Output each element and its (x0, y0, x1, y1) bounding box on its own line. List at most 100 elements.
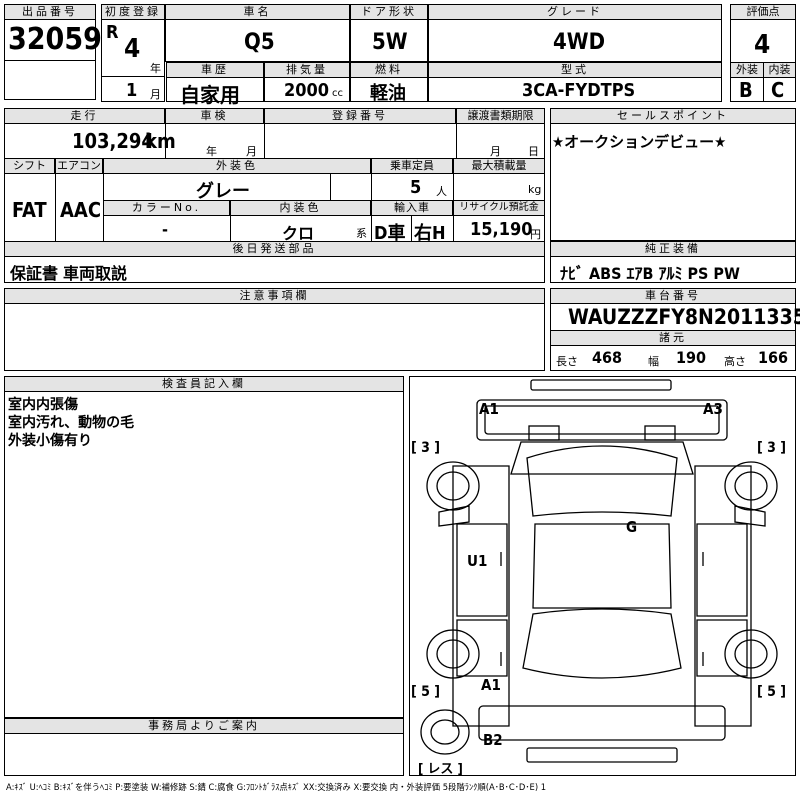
interior-color: クロ (282, 224, 315, 243)
damage-diagram-cell (409, 376, 796, 776)
score-label: 評価点 (730, 4, 796, 20)
capacity-unit: 人 (436, 185, 447, 198)
divider (456, 108, 457, 158)
car-name: Q5 (244, 30, 275, 55)
length-label: 長さ (556, 355, 578, 368)
divider (763, 62, 764, 102)
exterior-color-label: 外装色 (103, 158, 371, 174)
divider (264, 108, 265, 158)
max-load-label: 最大積載量 (453, 158, 545, 174)
equipment: ﾅﾋﾞ ABS ｴｱB ｱﾙﾐ PS PW (560, 264, 740, 283)
grade-label: グレード (428, 4, 722, 20)
history-label: 車歴 (166, 62, 264, 78)
equipment-label: 純正装備 (550, 241, 796, 257)
inspector-notes-label: 検査員記入欄 (4, 376, 404, 392)
reg-year: 4 (124, 34, 141, 64)
transfer-month-unit: 月 (490, 145, 501, 158)
legend: A:ｷｽﾞ U:ﾍｺﾐ B:ｷｽﾞを伴うﾍｺﾐ P:要塗装 W:補修跡 S:錆 … (6, 782, 547, 792)
divider (165, 108, 166, 158)
tire-rear-right: [ 5 ] (757, 684, 787, 700)
height-label: 高さ (724, 355, 746, 368)
chassis-label: 車台番号 (550, 288, 796, 304)
inspector-note: 室内内張傷 (8, 397, 78, 413)
sales-point-cell (550, 108, 796, 241)
exterior-color: グレー (196, 181, 250, 202)
interior-color-label: 内装色 (230, 200, 371, 216)
year-unit: 年 (150, 62, 161, 75)
vin: WAUZZZFY8N2011335 (568, 305, 800, 329)
import-type: D車 (374, 223, 406, 244)
dimensions-label: 諸元 (550, 330, 796, 346)
inspection-label: 車検 (165, 108, 264, 124)
mileage-unit: km (145, 129, 176, 153)
inspection-month-unit: 月 (246, 145, 257, 158)
interior-grade-label: 内装 (763, 62, 796, 78)
max-load-unit: kg (528, 183, 542, 196)
interior-color-unit: 系 (356, 227, 367, 240)
ac-label: エアコン (55, 158, 103, 174)
divider (453, 158, 454, 241)
first-registration-label: 初度登録 (101, 4, 165, 20)
damage-mark-b2: B2 (483, 731, 503, 749)
divider (101, 76, 165, 77)
capacity-label: 乗車定員 (371, 158, 453, 174)
sales-point: ★オークションデビュー★ (552, 133, 727, 151)
length: 468 (592, 348, 623, 367)
displacement: 2000 (284, 80, 330, 101)
recycle-unit: 円 (530, 228, 541, 241)
model: 3CA-FYDTPS (522, 80, 636, 101)
lot-number: 32059 (8, 22, 102, 57)
exterior-grade: B (739, 78, 753, 102)
transfer-docs-label: 譲渡書類期限 (456, 108, 545, 124)
score: 4 (754, 30, 771, 60)
ac: AAC (60, 198, 102, 222)
sales-point-label: セールスポイント (550, 108, 796, 124)
divider (4, 60, 96, 61)
divider (371, 158, 372, 241)
notes-label: 注意事項欄 (4, 288, 545, 304)
divider (230, 200, 231, 241)
registration-label: 登録番号 (264, 108, 456, 124)
model-label: 型式 (428, 62, 722, 78)
grade: 4WD (553, 30, 606, 55)
doors: 5W (372, 30, 408, 55)
car-diagram (420, 379, 778, 763)
color-no-label: カラーNo. (103, 200, 230, 216)
steering-side: 右H (414, 223, 446, 244)
tire-rear-left: [ 5 ] (411, 684, 441, 700)
inspection-year-unit: 年 (206, 145, 217, 158)
deferred-parts-label: 後日発送部品 (4, 241, 545, 257)
car-name-label: 車名 (165, 4, 350, 20)
doors-label: ドア形状 (350, 4, 428, 20)
transfer-day-unit: 日 (528, 145, 539, 158)
damage-mark-g: G (626, 518, 638, 536)
shift: FAT (12, 198, 47, 222)
damage-mark-a1-rear: A1 (481, 676, 501, 694)
lot-number-label: 出品番号 (4, 4, 96, 20)
damage-mark-u1: U1 (467, 552, 488, 570)
month-unit: 月 (150, 88, 161, 101)
width-label: 幅 (648, 355, 659, 368)
exterior-grade-label: 外装 (730, 62, 764, 78)
era: R (106, 22, 119, 43)
fuel-label: 燃料 (350, 62, 428, 78)
divider (55, 158, 56, 241)
mileage: 103,294 (72, 129, 154, 153)
width: 190 (676, 348, 707, 367)
divider (103, 158, 104, 241)
tire-front-left: [ 3 ] (411, 440, 441, 456)
height: 166 (758, 348, 789, 367)
office-notice-label: 事務局よりご案内 (4, 718, 404, 734)
inspector-note: 室内汚れ、動物の毛 (8, 415, 135, 431)
damage-mark-a3-front: A3 (703, 400, 723, 418)
history: 自家用 (180, 83, 240, 107)
shift-label: シフト (4, 158, 55, 174)
displacement-unit: cc (332, 88, 343, 99)
fuel: 軽油 (370, 83, 406, 104)
color-no: - (162, 220, 168, 239)
tire-front-right: [ 3 ] (757, 440, 787, 456)
damage-mark-a1-front: A1 (479, 400, 499, 418)
divider (411, 216, 412, 241)
divider (330, 174, 331, 200)
interior-grade: C (771, 78, 785, 102)
